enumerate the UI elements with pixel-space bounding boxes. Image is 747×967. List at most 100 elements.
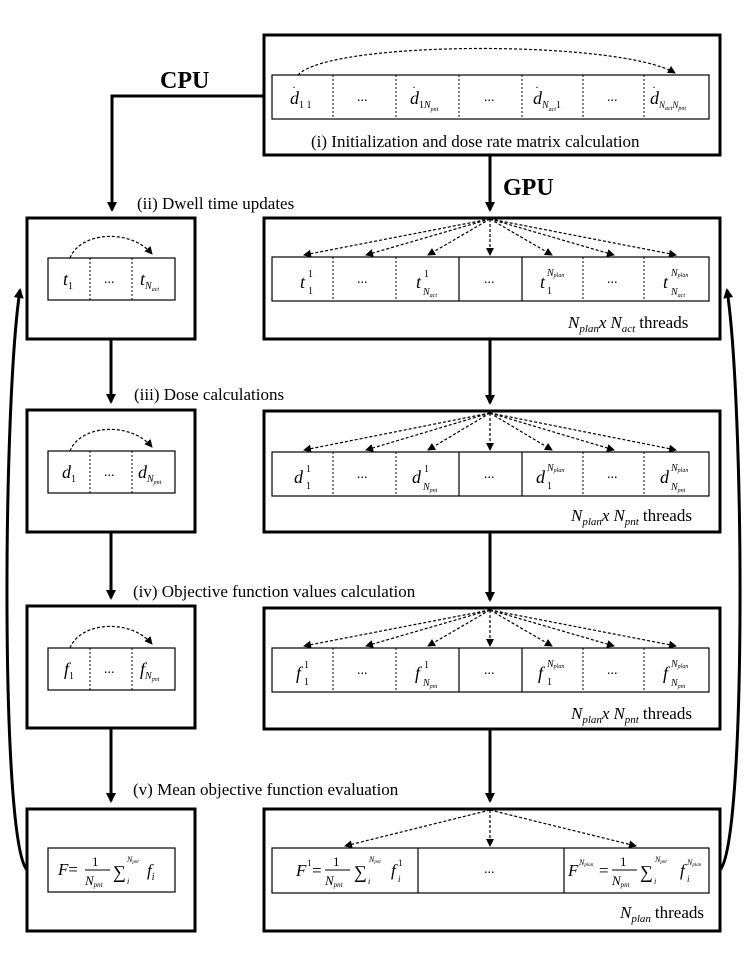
init-cell-5: dNact1 (533, 88, 561, 113)
fan-out-arrows-4 (344, 809, 637, 849)
svg-text:...: ... (104, 272, 115, 287)
init-cell-1: d1 1 (290, 88, 312, 111)
init-ellipsis-2: ... (484, 90, 495, 105)
svg-text:...: ... (104, 662, 115, 677)
svg-text:Nact: Nact (670, 287, 685, 299)
fan-out-arrows-1 (303, 218, 677, 258)
svg-text:d: d (412, 467, 422, 487)
step-4-label: (iv) Objective function values calculati… (133, 582, 416, 601)
svg-text:1: 1 (424, 660, 429, 671)
gpu-box-doses: d 1 1 ... d 1 Npnt ... d Nplan 1 ... d N… (262, 409, 722, 534)
fan-out-arrows-2 (303, 412, 677, 453)
svg-text:...: ... (484, 272, 495, 287)
init-ellipsis-1: ... (357, 90, 368, 105)
svg-text:1: 1 (304, 677, 309, 688)
init-ellipsis-3: ... (607, 90, 618, 105)
svg-text:f: f (663, 663, 671, 683)
svg-text:1: 1 (306, 481, 311, 492)
svg-text:Npnt: Npnt (324, 873, 344, 889)
svg-text:1: 1 (308, 269, 313, 280)
svg-text:F: F (295, 861, 307, 880)
svg-text:Nplan: Nplan (670, 659, 688, 670)
svg-text:1: 1 (547, 677, 552, 688)
step-3-label: (iii) Dose calculations (134, 385, 284, 404)
svg-text:·: · (535, 80, 539, 94)
svg-text:f: f (415, 663, 423, 683)
svg-text:Npnt: Npnt (670, 482, 686, 494)
cpu-box-doses: d1 ... dNpnt (25, 408, 197, 534)
svg-text:d: d (660, 467, 670, 487)
svg-text:1: 1 (308, 286, 313, 297)
svg-text:Npnt: Npnt (611, 873, 631, 889)
svg-text:Npnt: Npnt (84, 873, 104, 889)
svg-text:...: ... (607, 663, 618, 678)
svg-text:...: ... (357, 272, 368, 287)
svg-text:1: 1 (547, 286, 552, 297)
svg-text:1: 1 (307, 858, 312, 868)
svg-text:∑: ∑ (113, 862, 126, 882)
svg-text:...: ... (104, 465, 115, 480)
svg-text:1: 1 (547, 481, 552, 492)
cpu-box-dwell-times: t1 ... tNact (25, 216, 197, 341)
svg-text:f: f (391, 861, 398, 880)
svg-text:Npnt: Npnt (654, 855, 667, 865)
svg-text:Nplan: Nplan (546, 463, 564, 474)
cpu-box-mean-objective: F= 1 Npnt ∑ Npnt i fi (25, 807, 197, 933)
svg-text:·: · (652, 80, 656, 94)
gpu-box-objectives: f 1 1 ... f 1 Npnt ... f Nplan 1 ... f N… (262, 606, 722, 731)
svg-text:f: f (680, 861, 687, 880)
svg-text:t: t (416, 272, 422, 292)
svg-text:Nplan: Nplan (670, 463, 688, 474)
svg-text:...: ... (357, 467, 368, 482)
init-cell-3: d1Npnt (410, 88, 439, 113)
svg-text:fNpnt: fNpnt (140, 659, 160, 683)
svg-text:1: 1 (424, 269, 429, 280)
svg-text:d: d (294, 467, 304, 487)
step-5-label: (v) Mean objective function evaluation (133, 780, 399, 799)
svg-text:f: f (538, 663, 546, 683)
svg-text:...: ... (607, 272, 618, 287)
main-flow-arrows (5, 94, 742, 871)
svg-text:...: ... (357, 663, 368, 678)
svg-text:...: ... (484, 862, 495, 877)
cpu-box-objectives: f1 ... fNpnt (25, 604, 197, 730)
cpu-label: CPU (160, 68, 209, 94)
svg-text:dNpnt: dNpnt (138, 462, 162, 486)
svg-text:1: 1 (304, 660, 309, 671)
svg-text:Nplan: Nplan (546, 659, 564, 670)
svg-text:...: ... (484, 663, 495, 678)
init-box: d1 1 · ... d1Npnt · ... dNact1 · ... dNa… (262, 33, 722, 157)
svg-text:Nplan: Nplan (578, 858, 594, 868)
svg-text:1: 1 (333, 854, 340, 869)
svg-text:t: t (540, 272, 546, 292)
svg-text:∑: ∑ (354, 862, 367, 882)
svg-text:i: i (368, 877, 370, 886)
svg-text:1: 1 (424, 464, 429, 475)
svg-text:Nplan: Nplan (546, 268, 564, 279)
svg-text:F=: F= (57, 860, 78, 879)
svg-text:i: i (398, 874, 401, 884)
init-caption: (i) Initialization and dose rate matrix … (311, 132, 640, 151)
svg-text:Npnt: Npnt (670, 678, 686, 690)
svg-text:1: 1 (398, 858, 403, 868)
svg-text:f: f (296, 663, 304, 683)
gpu-label: GPU (503, 175, 554, 201)
svg-text:f1: f1 (64, 659, 74, 682)
svg-text:i: i (654, 877, 656, 886)
svg-text:F: F (567, 861, 579, 880)
svg-text:i: i (687, 874, 690, 884)
svg-text:=: = (599, 861, 609, 880)
svg-text:Npnt: Npnt (422, 482, 438, 494)
svg-text:fi: fi (147, 861, 155, 883)
svg-text:·: · (412, 80, 416, 94)
svg-text:1: 1 (92, 854, 99, 869)
svg-text:i: i (127, 877, 129, 886)
svg-text:d: d (536, 467, 546, 487)
svg-text:tNact: tNact (140, 269, 159, 293)
svg-text:...: ... (484, 467, 495, 482)
gpu-box-mean-objective: F 1 = 1 Npnt ∑ Npnt i f 1 i ... F Nplan … (262, 807, 722, 933)
